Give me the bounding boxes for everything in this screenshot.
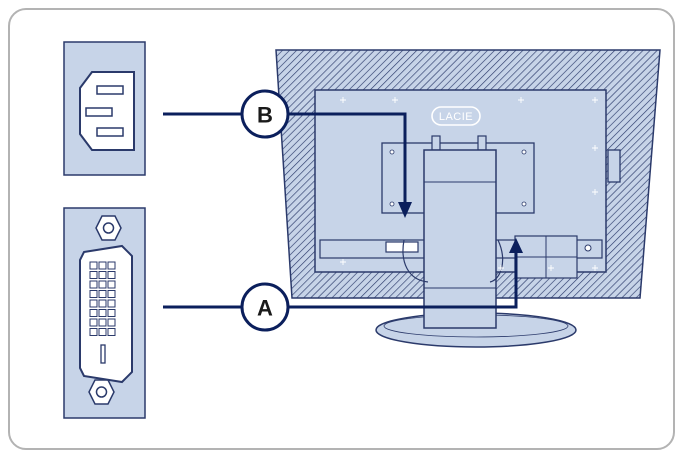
monitor-back: LACIE [275, 49, 661, 348]
dvi-pin [98, 271, 107, 279]
callout-a-label: A [257, 296, 273, 321]
callout-a: A [240, 282, 290, 332]
dvi-pin [89, 261, 98, 270]
dvi-pin [89, 309, 98, 317]
power-pin-top [96, 85, 124, 95]
dvi-pin [98, 318, 107, 327]
arrow-head-b [398, 202, 412, 218]
stand-neck [423, 149, 497, 329]
power-pin-middle [85, 107, 113, 117]
dvi-pin [107, 299, 116, 308]
dvi-pin [89, 290, 98, 298]
callout-b-label: B [257, 103, 273, 128]
dvi-pin [89, 280, 98, 289]
dvi-pin [107, 328, 116, 336]
dvi-connector-panel [63, 207, 146, 419]
dvi-pin [107, 271, 116, 279]
dvi-pin [98, 290, 107, 298]
lacie-logo-text: LACIE [439, 111, 473, 123]
screw-marks [340, 97, 598, 271]
dvi-pin-grid [89, 261, 116, 336]
dvi-screw-top [95, 215, 122, 241]
dvi-pin [98, 309, 107, 317]
side-button [607, 149, 621, 183]
dvi-pin [107, 290, 116, 298]
callout-b: B [240, 89, 290, 139]
power-pin-bottom [96, 127, 124, 137]
dvi-pin [89, 328, 98, 336]
dvi-pin [107, 261, 116, 270]
power-connector-panel [63, 41, 146, 176]
dvi-pin [89, 299, 98, 308]
dvi-pin [98, 299, 107, 308]
dvi-pin [107, 309, 116, 317]
dvi-pin [107, 318, 116, 327]
arrow-head-a [509, 238, 523, 253]
dvi-pin [98, 280, 107, 289]
dvi-pin [98, 261, 107, 270]
dvi-pin [98, 328, 107, 336]
dvi-flat-blade [100, 344, 106, 364]
dvi-pin [107, 280, 116, 289]
dvi-port [385, 241, 419, 253]
dvi-pin [89, 271, 98, 279]
dvi-screw-bottom [88, 379, 115, 405]
dvi-pin [89, 318, 98, 327]
lacie-logo: LACIE [431, 106, 481, 126]
